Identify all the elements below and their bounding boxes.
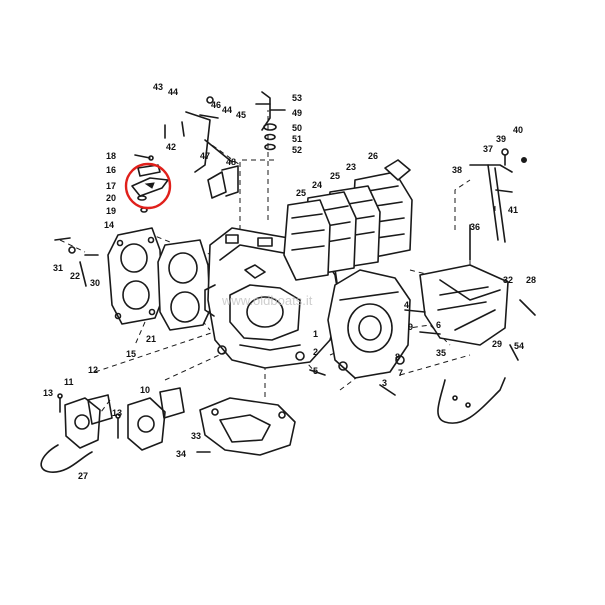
callout-22: 22 — [70, 271, 80, 281]
callout-53: 53 — [292, 93, 302, 103]
callout-27: 27 — [78, 471, 88, 481]
callout-51: 51 — [292, 134, 302, 144]
callout-46: 46 — [211, 100, 221, 110]
callout-36: 36 — [470, 222, 480, 232]
fasteners — [54, 224, 536, 453]
callout-31: 31 — [53, 263, 63, 273]
callout-25b: 25 — [296, 188, 306, 198]
head-gasket — [157, 239, 211, 331]
fuel-hose — [40, 444, 93, 473]
callout-33: 33 — [191, 431, 201, 441]
callout-44a: 44 — [168, 87, 178, 97]
callout-52: 52 — [292, 145, 302, 155]
gasket-clip-group — [131, 154, 169, 213]
callout-11: 11 — [64, 377, 74, 387]
callout-12: 12 — [88, 365, 98, 375]
callout-16: 16 — [106, 165, 116, 175]
callout-25a: 25 — [330, 171, 340, 181]
callout-20: 20 — [106, 193, 116, 203]
callout-19: 19 — [106, 206, 116, 216]
callout-13a: 13 — [43, 388, 53, 398]
water-hose — [437, 377, 506, 424]
callout-24: 24 — [312, 180, 322, 190]
callout-34: 34 — [176, 449, 186, 459]
callout-49: 49 — [292, 108, 302, 118]
callout-23: 23 — [346, 162, 356, 172]
callout-7: 7 — [398, 368, 403, 378]
cylinder-head — [107, 227, 163, 325]
callout-32: 32 — [503, 275, 513, 285]
callout-15: 15 — [126, 349, 136, 359]
callout-45: 45 — [236, 110, 246, 120]
callout-3: 3 — [382, 378, 387, 388]
thermostat-cover — [384, 159, 411, 181]
callout-41: 41 — [508, 205, 518, 215]
bypass-cover — [419, 264, 509, 346]
callout-40: 40 — [513, 125, 523, 135]
callout-8: 8 — [395, 352, 400, 362]
fuel-pump-assembly — [57, 387, 185, 451]
callout-47: 47 — [200, 151, 210, 161]
callout-17: 17 — [106, 181, 116, 191]
callout-6: 6 — [436, 320, 441, 330]
callout-44b: 44 — [222, 105, 232, 115]
reed-block-assembly — [283, 171, 413, 281]
callout-21: 21 — [146, 334, 156, 344]
callout-4: 4 — [404, 300, 409, 310]
callout-2: 2 — [313, 347, 318, 357]
shift-linkage — [469, 148, 527, 243]
throttle-linkage — [164, 96, 239, 199]
callout-18: 18 — [106, 151, 116, 161]
callout-35: 35 — [436, 348, 446, 358]
callout-26: 26 — [368, 151, 378, 161]
callout-9: 9 — [408, 322, 413, 332]
callout-labels: 1 2 3 4 5 6 7 8 9 10 11 12 13 13 14 15 1… — [43, 82, 536, 481]
callout-42: 42 — [166, 142, 176, 152]
callout-39: 39 — [496, 134, 506, 144]
highlight-circle — [124, 162, 172, 210]
callout-5: 5 — [313, 366, 318, 376]
callout-14: 14 — [104, 220, 114, 230]
callout-13b: 13 — [112, 408, 122, 418]
callout-54: 54 — [514, 341, 524, 351]
callout-37: 37 — [483, 144, 493, 154]
choke-plunger-group — [255, 91, 286, 151]
mounting-bracket — [199, 397, 296, 456]
callout-29: 29 — [492, 339, 502, 349]
crankcase-half — [327, 269, 411, 379]
callout-1: 1 — [313, 329, 318, 339]
callout-38: 38 — [452, 165, 462, 175]
watermark-text: www.oldboats.it — [221, 293, 313, 308]
callout-28: 28 — [526, 275, 536, 285]
callout-43: 43 — [153, 82, 163, 92]
callout-10: 10 — [140, 385, 150, 395]
callout-48: 48 — [226, 157, 236, 167]
callout-50: 50 — [292, 123, 302, 133]
callout-30: 30 — [90, 278, 100, 288]
